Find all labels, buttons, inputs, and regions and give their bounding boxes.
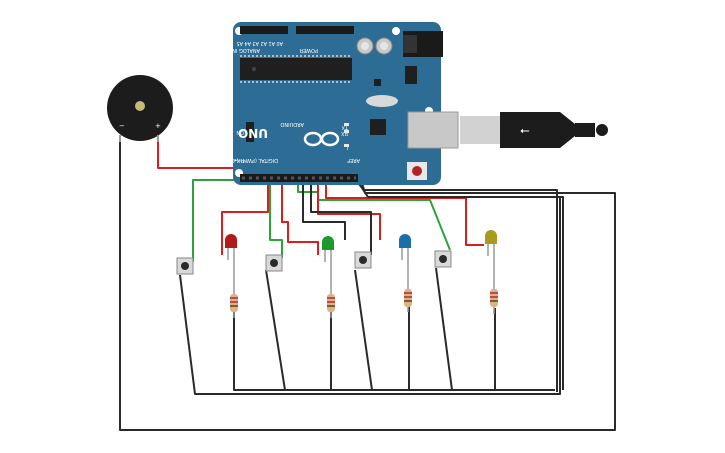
wire-green-1 <box>192 179 260 262</box>
power-header[interactable] <box>296 26 354 34</box>
pin-a3: A3 <box>252 40 259 46</box>
board-brand: UNO <box>238 126 268 140</box>
power-jack-inner <box>403 35 417 53</box>
pin-a0: A0 <box>276 40 283 46</box>
crystal <box>366 95 398 107</box>
analog-in-label: ANALOG IN <box>232 47 260 53</box>
power-label: POWER <box>299 47 318 53</box>
pushbutton-1[interactable] <box>176 257 194 275</box>
wire-black-4 <box>359 184 564 390</box>
resistor-3[interactable] <box>404 262 412 312</box>
led-blue-body <box>399 234 411 248</box>
wire-black-2 <box>302 180 346 240</box>
led-green[interactable] <box>322 236 334 264</box>
board-maker: ARDUINO <box>280 121 304 127</box>
led-red-body <box>225 234 237 248</box>
wire-green-2 <box>269 180 283 258</box>
capacitor-1-top <box>361 42 369 50</box>
wire-red-2 <box>281 180 319 255</box>
wire-btn3-down <box>354 269 373 391</box>
on-label: ON <box>236 129 244 135</box>
led-red[interactable] <box>225 234 237 262</box>
led-blue[interactable] <box>399 234 411 262</box>
aref-label: AREF <box>347 157 360 163</box>
usb-plug-metal <box>460 116 500 144</box>
usb-plug-body <box>500 112 575 148</box>
resistor-2[interactable] <box>327 264 335 318</box>
resistor-1[interactable] <box>230 262 238 318</box>
l-led <box>344 144 349 147</box>
capacitor-2-top <box>380 42 388 50</box>
pushbutton-1-cap[interactable] <box>181 262 189 270</box>
analog-header[interactable] <box>240 26 288 34</box>
tx-led <box>344 123 349 126</box>
pushbutton-3[interactable] <box>354 251 372 269</box>
usb-strain-relief <box>575 123 595 137</box>
small-ic-1 <box>374 79 381 86</box>
buzzer-minus-label: − <box>119 122 125 130</box>
icsp-header <box>246 122 254 142</box>
arduino-logo <box>303 131 340 147</box>
analog-pin-labels: A5 A4 A3 A2 A1 A0 <box>236 40 283 46</box>
digital-label: DIGITAL (PWM~) <box>236 157 278 163</box>
tx-label: TX <box>341 124 349 130</box>
mcu-chip <box>240 58 352 80</box>
pushbutton-2-cap[interactable] <box>270 259 278 267</box>
pin-a5: A5 <box>236 40 243 46</box>
wire-black-3 <box>357 182 558 392</box>
wire-btn4-down <box>435 267 453 391</box>
piezo-buzzer[interactable]: − + <box>107 75 173 142</box>
usb-port <box>407 111 459 149</box>
resistor-4[interactable] <box>490 258 498 314</box>
buzzer-plus-label: + <box>155 122 161 130</box>
pushbutton-4-cap[interactable] <box>439 255 447 263</box>
pushbutton-2[interactable] <box>265 254 283 272</box>
wire-red-1 <box>221 180 269 255</box>
regulator <box>405 66 417 84</box>
pin-a4: A4 <box>244 40 251 46</box>
usb-cable-end <box>596 124 608 136</box>
logo-loop-right <box>320 131 340 147</box>
mcu-notch <box>252 67 256 71</box>
led-green-body <box>322 236 334 250</box>
rx-led <box>344 130 349 133</box>
usb-chip <box>370 119 386 135</box>
wires <box>119 140 616 431</box>
led-yellow-body <box>485 230 497 244</box>
wire-btn2-down <box>265 269 286 391</box>
pushbutton-4[interactable] <box>434 250 452 268</box>
wire-black-1 <box>310 180 372 255</box>
buzzer-center <box>135 101 145 111</box>
pin-a1: A1 <box>268 40 275 46</box>
wire-ground-bus <box>179 198 561 395</box>
usb-cable[interactable]: ⭠ <box>407 111 608 149</box>
mount-hole-3 <box>392 27 400 35</box>
resistor-4-body <box>490 289 498 307</box>
wire-red-3 <box>317 180 381 240</box>
resistor-2-body <box>327 294 335 312</box>
pushbutton-3-cap[interactable] <box>359 256 367 264</box>
resistor-1-body <box>230 294 238 312</box>
arduino-uno-board[interactable]: A5 A4 A3 A2 A1 A0 ANALOG IN POWER <box>231 22 443 185</box>
usb-symbol-icon: ⭠ <box>520 123 530 137</box>
led-yellow[interactable] <box>485 230 497 258</box>
resistor-3-body <box>404 289 412 307</box>
rx0-label: RX◂0 <box>231 157 244 163</box>
reset-button-cap[interactable] <box>412 166 422 176</box>
pin-a2: A2 <box>260 40 267 46</box>
wire-ground-bus-2 <box>233 312 555 391</box>
